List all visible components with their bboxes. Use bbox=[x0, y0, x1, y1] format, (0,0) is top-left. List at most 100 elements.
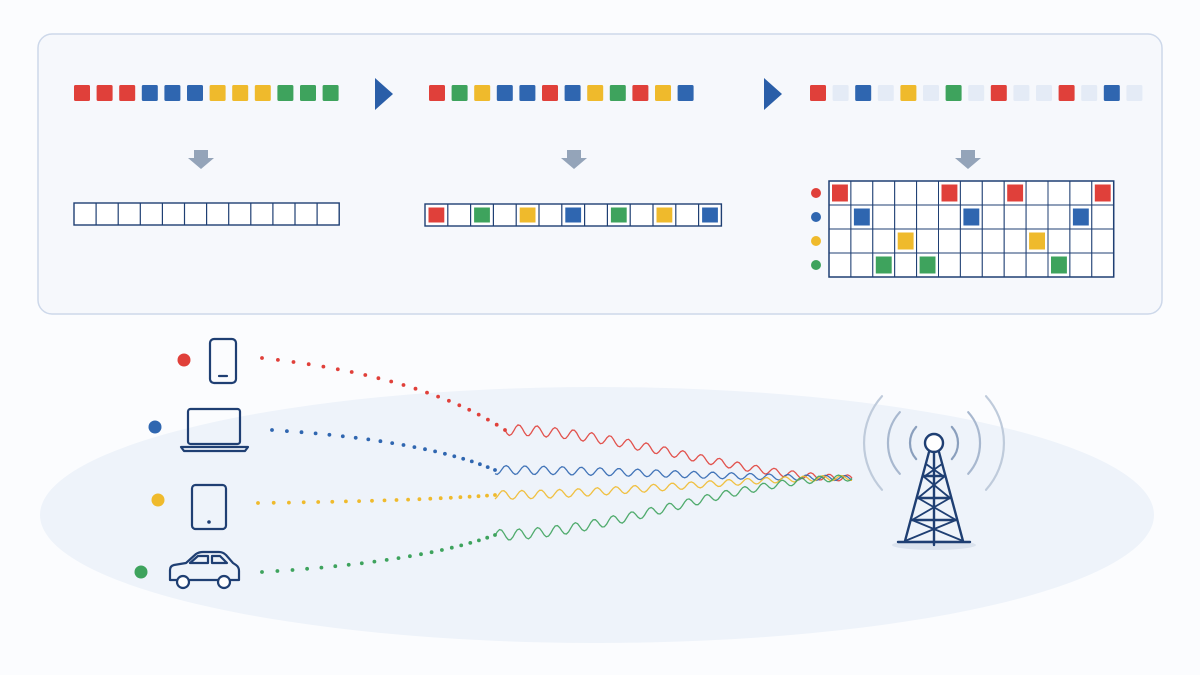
grid-row-dot bbox=[811, 260, 821, 270]
grid-cell-fill bbox=[941, 184, 958, 202]
resource-grid bbox=[811, 180, 1115, 278]
slot-fill bbox=[610, 207, 627, 223]
stream-block bbox=[74, 85, 90, 101]
grid-cell bbox=[916, 204, 939, 230]
link-dot bbox=[408, 554, 412, 559]
grid-cell bbox=[981, 228, 1005, 254]
slot-fill bbox=[565, 207, 582, 223]
device-dot bbox=[148, 420, 162, 434]
link-dot bbox=[493, 493, 497, 497]
link-dot bbox=[330, 499, 335, 504]
stream-block bbox=[277, 85, 294, 101]
link-dot bbox=[448, 495, 453, 500]
grid-row-dot bbox=[811, 212, 821, 222]
radio-wave bbox=[494, 464, 853, 482]
link-dot bbox=[305, 566, 309, 571]
stream-block bbox=[429, 85, 445, 101]
stream-block bbox=[96, 85, 113, 101]
link-dot bbox=[476, 412, 481, 417]
grid-cell bbox=[894, 252, 918, 278]
grid-cell-fill bbox=[919, 256, 936, 274]
stream-block bbox=[300, 85, 316, 101]
grid-cell-fill bbox=[832, 184, 848, 202]
stream-block bbox=[209, 85, 226, 101]
stream-block bbox=[474, 85, 491, 101]
link-dot bbox=[438, 496, 443, 501]
stream-block bbox=[832, 85, 849, 101]
stream-block bbox=[677, 85, 694, 101]
link-dot bbox=[291, 360, 296, 364]
link-dot bbox=[382, 498, 387, 503]
link-dot bbox=[306, 362, 311, 367]
stream-block bbox=[587, 85, 604, 101]
link-dot bbox=[476, 494, 481, 499]
link-dot bbox=[384, 558, 389, 562]
link-dot bbox=[366, 437, 371, 442]
grid-cell bbox=[981, 252, 1005, 278]
link-dot bbox=[301, 500, 306, 505]
stream-block bbox=[655, 85, 671, 101]
link-dot bbox=[493, 468, 497, 472]
cell-tower-icon bbox=[863, 395, 1005, 550]
link-dot bbox=[447, 398, 451, 403]
down-arrow bbox=[955, 150, 981, 169]
grid-cell bbox=[1003, 228, 1027, 254]
grid-cell bbox=[959, 180, 983, 206]
link-dot bbox=[344, 499, 348, 504]
radio-wave bbox=[494, 474, 853, 500]
stream-block bbox=[968, 85, 985, 101]
grid-cell bbox=[981, 180, 1005, 206]
down-arrows bbox=[188, 150, 981, 169]
link-dot bbox=[485, 535, 490, 540]
slot-fill bbox=[656, 207, 673, 223]
grid-cell bbox=[1047, 228, 1071, 254]
grid-cell-fill bbox=[1051, 256, 1067, 274]
slot-fill bbox=[702, 207, 718, 223]
grid-cell bbox=[959, 252, 983, 278]
link-dot bbox=[313, 431, 318, 436]
radio-wave bbox=[504, 424, 853, 482]
next-stage-arrow bbox=[764, 78, 782, 110]
link-dot bbox=[419, 552, 423, 557]
link-dot bbox=[276, 358, 280, 362]
grid-cell bbox=[1003, 204, 1027, 230]
link-dot bbox=[469, 459, 474, 464]
devices bbox=[168, 337, 250, 590]
grid-cell bbox=[828, 228, 852, 254]
stream-block bbox=[1036, 85, 1052, 101]
stream-block bbox=[1126, 85, 1143, 101]
link-dot bbox=[275, 569, 280, 573]
link-dot bbox=[401, 443, 406, 447]
stream-block bbox=[254, 85, 271, 101]
grid-cell-fill bbox=[1007, 184, 1024, 202]
grid-cell bbox=[1047, 180, 1071, 206]
car-icon bbox=[168, 550, 241, 590]
grid-cell bbox=[1025, 204, 1049, 230]
slot-rows bbox=[73, 202, 723, 227]
link-dot bbox=[340, 434, 345, 439]
link-dot bbox=[357, 499, 361, 503]
link-dot bbox=[389, 379, 394, 384]
link-dot bbox=[335, 367, 340, 372]
grid-cell bbox=[1091, 252, 1115, 278]
link-dot bbox=[370, 498, 374, 503]
grid-cell-fill bbox=[875, 256, 892, 274]
base-station bbox=[863, 395, 1005, 550]
link-dot bbox=[412, 445, 417, 449]
link-dot bbox=[319, 565, 324, 570]
link-dot bbox=[401, 383, 406, 387]
link-dot bbox=[443, 451, 447, 456]
link-dot bbox=[457, 403, 462, 408]
radio-wave bbox=[494, 474, 853, 541]
link-dot bbox=[417, 497, 422, 502]
stream-block bbox=[632, 85, 649, 101]
link-dot bbox=[478, 462, 482, 467]
link-dot bbox=[428, 496, 433, 501]
link-dot bbox=[477, 538, 481, 543]
stream-block bbox=[322, 85, 339, 101]
link-dot bbox=[378, 439, 383, 444]
down-arrow bbox=[188, 150, 214, 169]
grid-cell bbox=[1003, 252, 1027, 278]
link-dot bbox=[396, 556, 401, 560]
